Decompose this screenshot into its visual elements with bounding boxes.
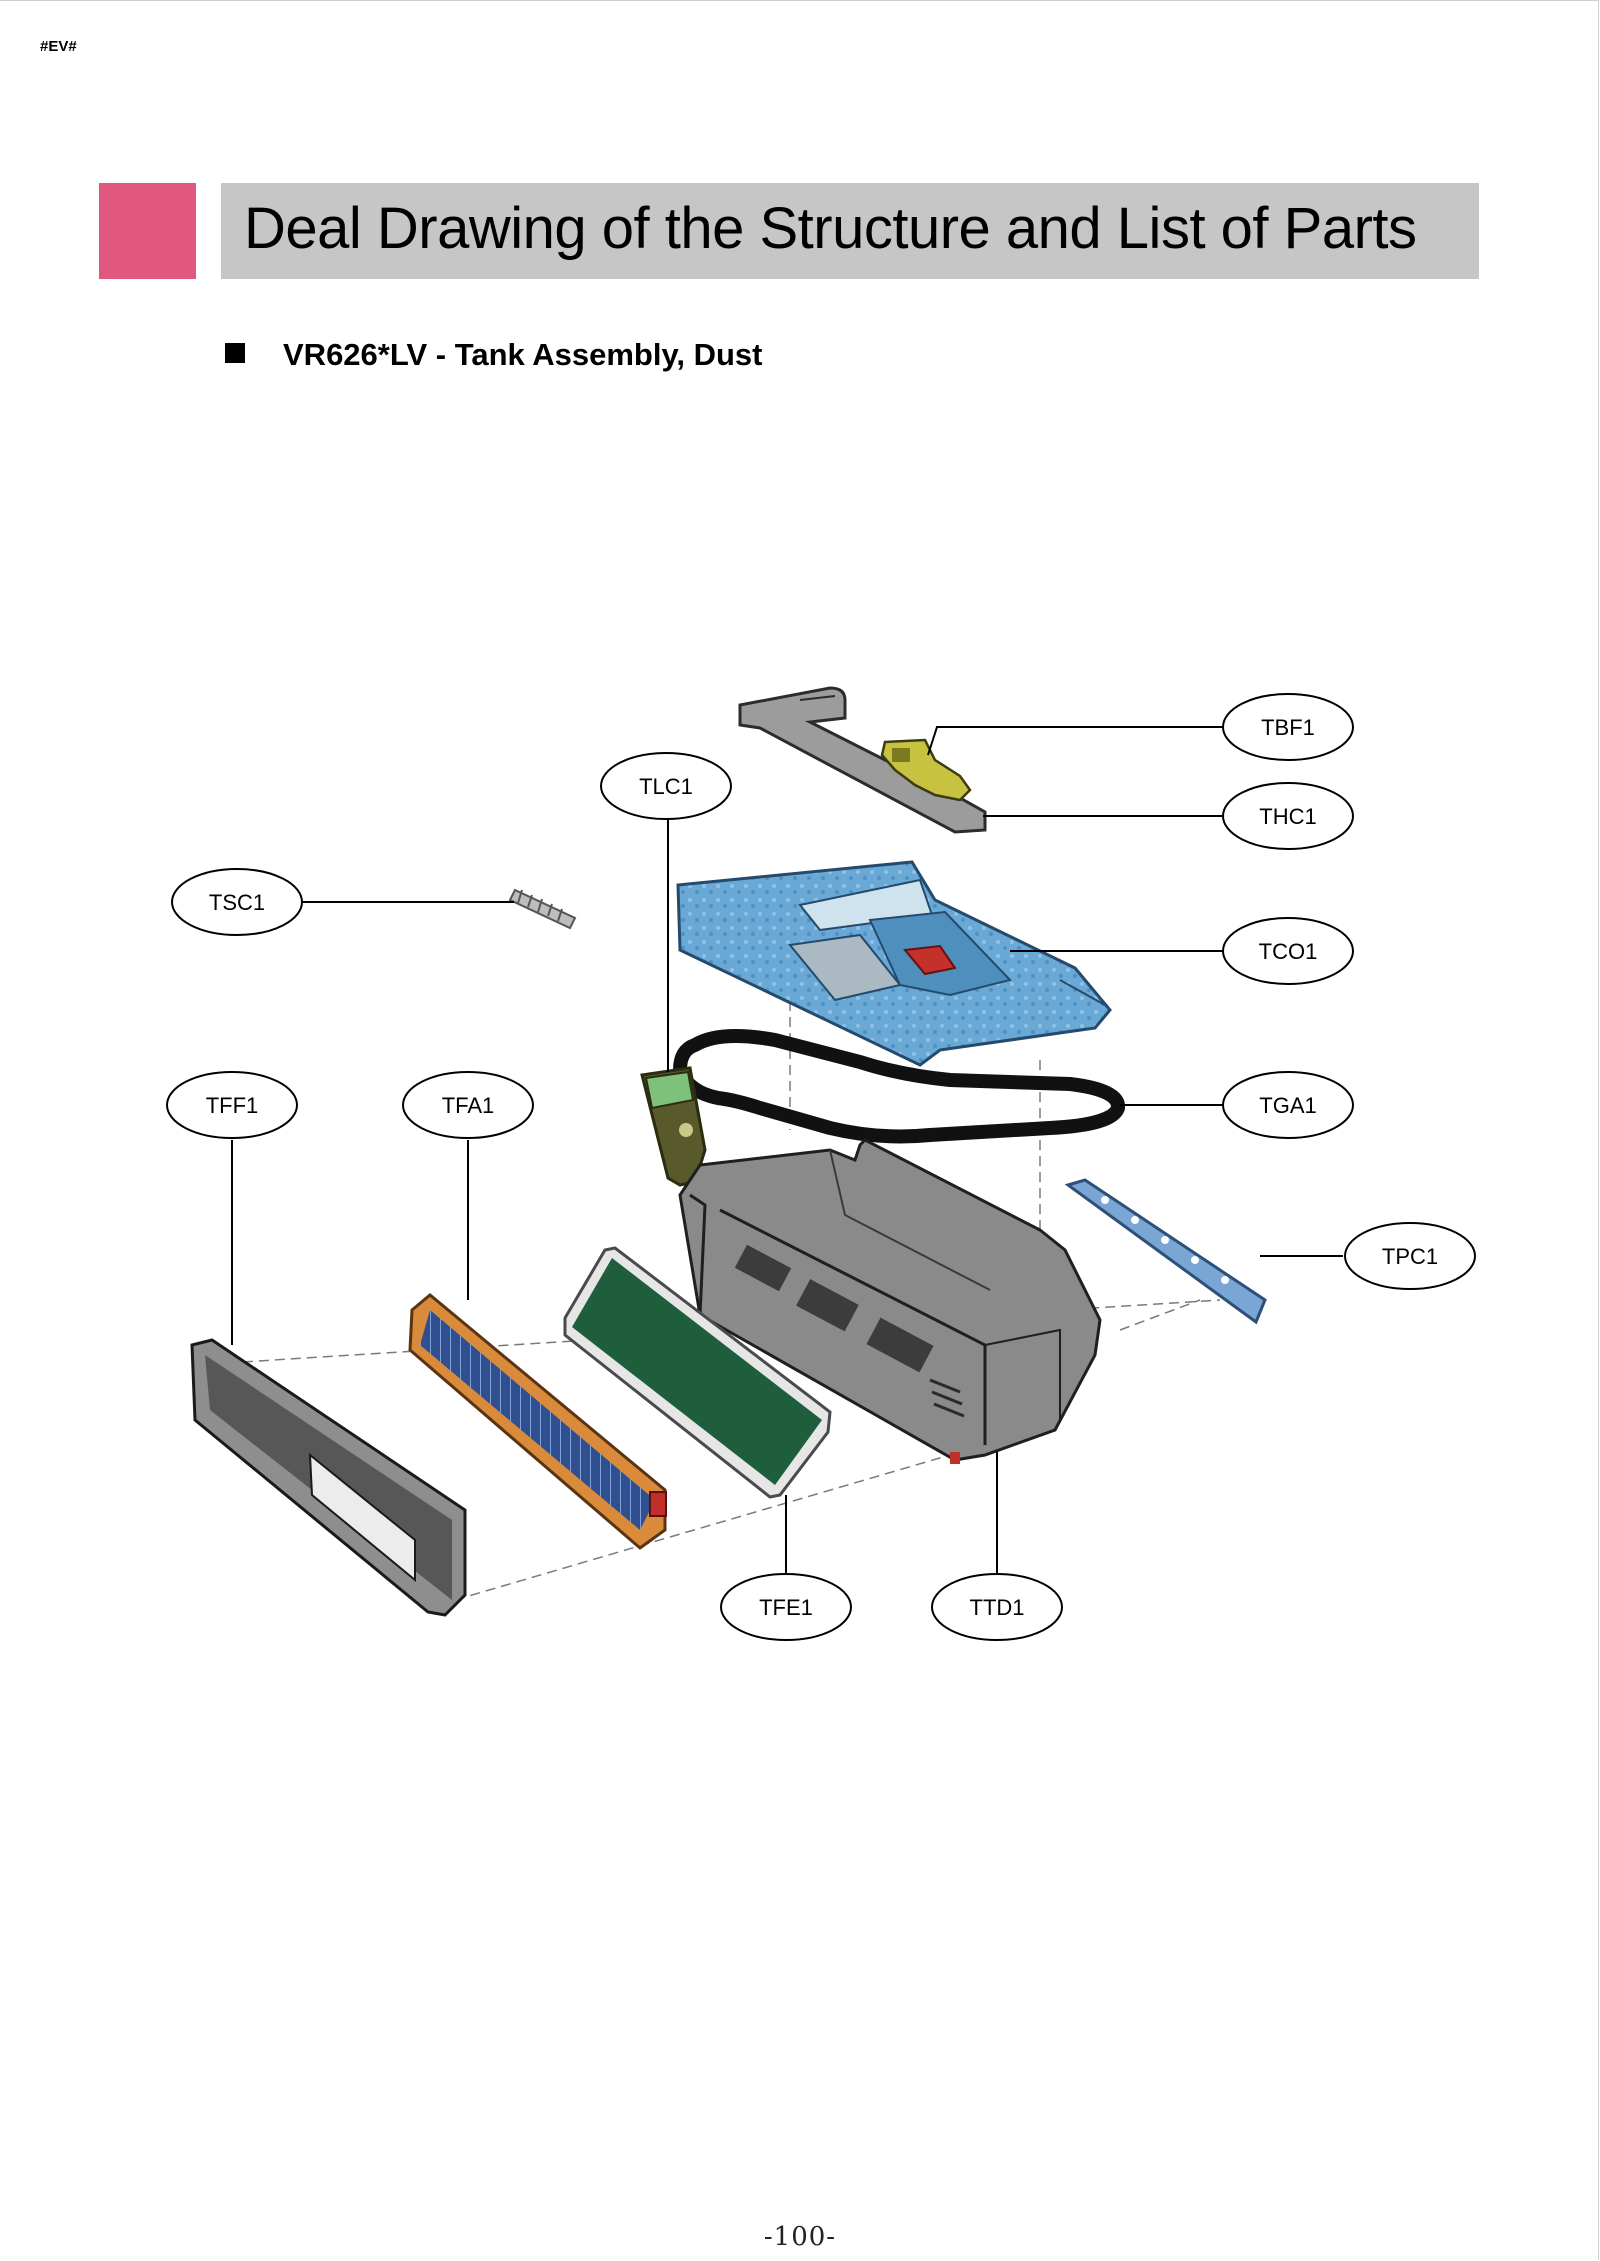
callout-tco1: TCO1 xyxy=(1222,917,1354,985)
callout-ttd1: TTD1 xyxy=(931,1573,1063,1641)
title-accent-block xyxy=(99,183,196,279)
callout-tlc1-label: TLC1 xyxy=(639,774,693,799)
front-frame-part-tff1 xyxy=(190,1338,467,1617)
tank-body-part-ttd1 xyxy=(678,1138,1102,1464)
callout-tbf1: TBF1 xyxy=(1222,693,1354,761)
callout-tsc1: TSC1 xyxy=(171,868,303,936)
filter-assembly-part-tfa1 xyxy=(408,1293,667,1550)
callout-tff1: TFF1 xyxy=(166,1071,298,1139)
section-subtitle: VR626*LV - Tank Assembly, Dust xyxy=(283,337,763,372)
callout-thc1-label: THC1 xyxy=(1259,804,1316,829)
callout-tff1-label: TFF1 xyxy=(206,1093,259,1118)
callout-leader-lines xyxy=(231,726,1343,1575)
callout-tfa1-label: TFA1 xyxy=(442,1093,495,1118)
callout-tfe1: TFE1 xyxy=(720,1573,852,1641)
cover-part-tco1 xyxy=(676,860,1112,1067)
page-title: Deal Drawing of the Structure and List o… xyxy=(244,196,1417,261)
plate-part-tpc1 xyxy=(1064,1178,1267,1325)
callout-tbf1-label: TBF1 xyxy=(1261,715,1315,740)
callout-tpc1-label: TPC1 xyxy=(1382,1244,1438,1269)
callout-tlc1: TLC1 xyxy=(600,752,732,820)
callout-tga1-label: TGA1 xyxy=(1259,1093,1316,1118)
page-number: -100- xyxy=(763,2222,837,2252)
spring-part-tsc1 xyxy=(508,888,577,930)
callout-ttd1-label: TTD1 xyxy=(970,1595,1025,1620)
latch-part-tlc1 xyxy=(640,1066,707,1187)
callout-tsc1-label: TSC1 xyxy=(209,890,265,915)
callout-tpc1: TPC1 xyxy=(1344,1222,1476,1290)
callout-tfa1: TFA1 xyxy=(402,1071,534,1139)
callout-thc1: THC1 xyxy=(1222,782,1354,850)
filter-element-part-tfe1 xyxy=(563,1246,832,1499)
callout-tga1: TGA1 xyxy=(1222,1071,1354,1139)
document-code: #EV# xyxy=(40,38,77,55)
handle-part-thc1 xyxy=(738,686,987,834)
button-part-tbf1 xyxy=(880,738,972,802)
callout-tfe1-label: TFE1 xyxy=(759,1595,813,1620)
title-bar xyxy=(221,183,1479,279)
bullet-square-icon xyxy=(225,343,245,363)
callout-tco1-label: TCO1 xyxy=(1259,939,1318,964)
